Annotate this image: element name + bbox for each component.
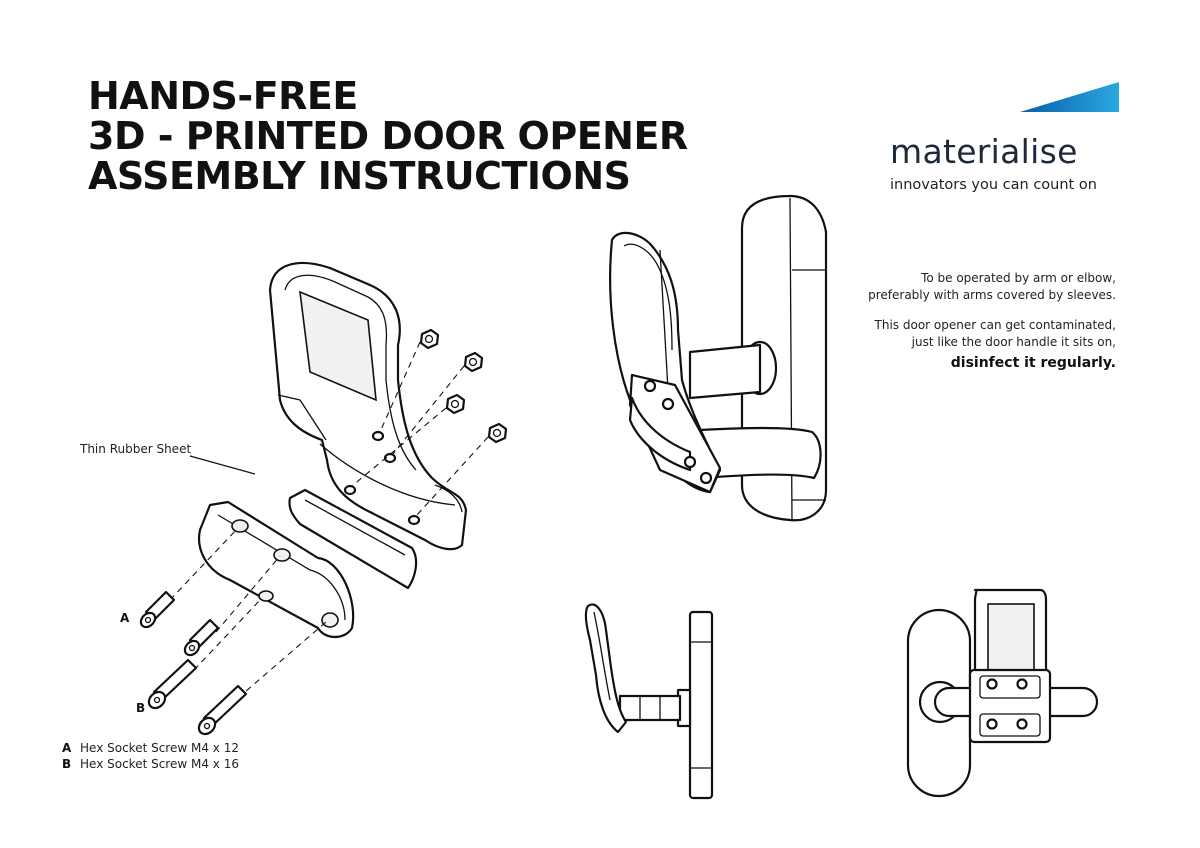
legend-item-b: B Hex Socket Screw M4 x 16 — [62, 756, 239, 772]
logo-stripe-icon — [1020, 82, 1119, 112]
exploded-view — [139, 261, 508, 736]
side-view — [584, 603, 714, 800]
rubber-sheet-part — [288, 488, 418, 590]
legend-label: Hex Socket Screw M4 x 12 — [80, 741, 239, 755]
note-warning: disinfect it regularly. — [950, 355, 1116, 371]
legend-key: A — [62, 741, 72, 755]
assembled-view — [609, 194, 828, 522]
page-title: HANDS-FREE 3D - PRINTED DOOR OPENER ASSE… — [88, 76, 688, 196]
screws-b — [147, 658, 248, 736]
screw-a-marker: A — [120, 611, 130, 625]
legend-label: Hex Socket Screw M4 x 16 — [80, 757, 239, 771]
usage-notes: To be operated by arm or elbow, preferab… — [816, 270, 1116, 373]
note-line-2: preferably with arms covered by sleeves. — [868, 288, 1116, 302]
parts-legend: A Hex Socket Screw M4 x 12 B Hex Socket Sc… — [62, 740, 239, 772]
note-line-4: just like the door handle it sits on, — [911, 335, 1116, 349]
title-line-2: 3D - PRINTED DOOR OPENER — [88, 114, 688, 158]
screw-b-marker: B — [136, 701, 146, 715]
brand-logo: materialise innovators you can count on — [890, 80, 1122, 200]
front-view — [906, 588, 1099, 798]
title-line-3: ASSEMBLY INSTRUCTIONS — [88, 154, 631, 198]
rubber-sheet-label: Thin Rubber Sheet — [80, 442, 192, 456]
title-line-1: HANDS-FREE — [88, 74, 358, 118]
opener-body-part — [268, 261, 468, 551]
hex-nuts — [419, 328, 508, 444]
legend-key: B — [62, 757, 72, 771]
screws-a — [139, 590, 220, 657]
brand-wordmark: materialise — [890, 132, 1078, 171]
note-line-1: To be operated by arm or elbow, — [921, 271, 1116, 285]
brand-tagline: innovators you can count on — [890, 177, 1097, 193]
clamp-bracket-part — [198, 500, 355, 639]
note-line-3: This door opener can get contaminated, — [874, 318, 1116, 332]
legend-item-a: A Hex Socket Screw M4 x 12 — [62, 740, 239, 756]
